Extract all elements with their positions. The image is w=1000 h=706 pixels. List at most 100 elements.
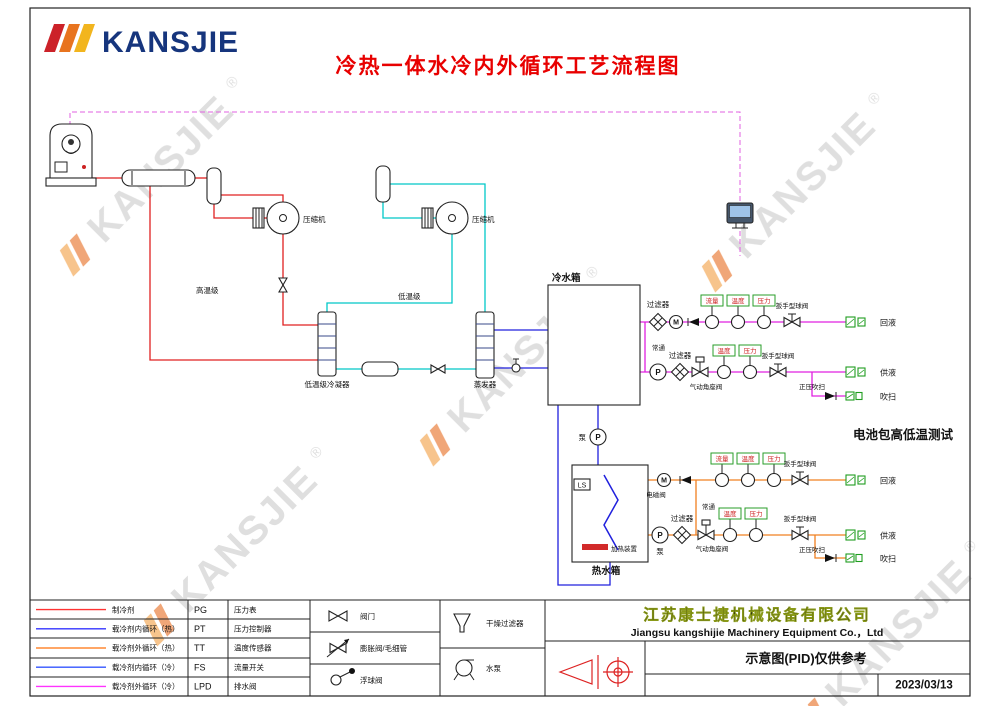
ball-valve-label: 扳手型球阀 [784, 459, 817, 468]
legend-line-label: 载冷剂外循环（冷） [112, 681, 180, 691]
sensor-tag: 温度 [718, 346, 732, 355]
legend-line-label: 制冷剂 [112, 604, 135, 614]
purge-note-label: 正压吹扫 [799, 382, 825, 391]
company-name-cn: 江苏康士捷机械设备有限公司 [643, 605, 871, 624]
watermark-stripe [429, 423, 451, 457]
hot-water-tank: LS 加热装置 [571, 464, 649, 563]
sensor-tag: 压力 [758, 296, 771, 305]
logo: KANSJIE [44, 24, 239, 59]
title-block-grid [30, 599, 970, 696]
pump-label: 泵 [656, 547, 664, 556]
watermark-stripe [69, 233, 91, 267]
disclaimer-note: 示意图(PID)仅供参考 [745, 651, 866, 666]
filter-icon [672, 525, 692, 545]
check-valve-icon [679, 476, 691, 484]
water-pump-label: 水泵 [486, 663, 501, 673]
transfer-pump-label: 泵 [579, 433, 587, 442]
legend-abbr: FS [194, 662, 206, 672]
quick-connector-icon [845, 366, 866, 378]
legend-abbr-label: 温度传感器 [234, 643, 272, 653]
cold-supply-row: 常通 P 过滤器 气动角座阀 温度 压力 扳手型球阀 [649, 343, 896, 402]
legend-abbr: PT [194, 624, 206, 634]
ball-valve-label: 扳手型球阀 [776, 301, 809, 310]
watermark-stripe [701, 259, 723, 293]
quick-connector-icon [845, 553, 863, 563]
accumulator-tank-high [206, 167, 222, 205]
solenoid-label: 电磁阀 [646, 490, 666, 499]
expansion-valve-icon [278, 277, 288, 293]
logo-text: KANSJIE [102, 26, 239, 59]
liquid-receiver-low [361, 361, 399, 377]
temp-sensor: 温度 [712, 344, 736, 380]
check-valve-icon [825, 392, 837, 400]
float-valve-label: 浮球阀 [360, 675, 383, 685]
evaporator-icon [475, 311, 495, 379]
legend-abbr-label: 排水阀 [234, 681, 257, 691]
sensor-tag: 压力 [750, 509, 763, 518]
watermark-reg: ® [306, 443, 326, 463]
legend-line-label: 载冷剂内循环（热） [112, 624, 180, 634]
control-signal-line [69, 111, 741, 256]
cold-return-row: 过滤器 M 流量 温度 压力 扳手型球阀 [647, 294, 896, 332]
refrigerant-lines-low-stage [326, 183, 486, 370]
legend-abbr-label: 压力控制器 [234, 624, 272, 634]
title-block: 江苏康士捷机械设备有限公司 Jiangsu kangshijie Machine… [558, 605, 953, 692]
pump-letter: P [655, 368, 661, 377]
legend-abbr: LPD [194, 682, 212, 692]
evaporator-label: 蒸发器 [474, 379, 497, 389]
pressure-sensor: 压力 [752, 294, 776, 330]
sensor-tag: 压力 [744, 346, 757, 355]
expansion-valve-icon [430, 364, 446, 374]
hot-supply-row: P 泵 过滤器 气动角座阀 温度 压力 扳手型球阀 [651, 507, 896, 564]
receiver-cylinder [121, 169, 196, 187]
legend-abbr: PG [194, 605, 207, 615]
watermark-reg: ® [222, 73, 242, 93]
check-valve-icon [687, 318, 699, 326]
quick-connector-icon [845, 474, 866, 486]
compressor-1-label: 压缩机 [303, 214, 326, 224]
heater-bar [582, 544, 608, 550]
normally-open-label: 常通 [652, 343, 666, 352]
projection-symbol [558, 655, 633, 689]
angle-valve-label: 气动角座阀 [696, 544, 729, 553]
refrigerant-lines-high-stage [92, 177, 318, 361]
legend-abbreviations: PG 压力表 PT 压力控制器 TT 温度传感器 FS 流量开关 LPD 排水阀 [194, 604, 272, 691]
battery-test-label: 电池包高低温测试 [853, 427, 954, 442]
purge-note-label: 正压吹扫 [799, 545, 825, 554]
date-label: 2023/03/13 [895, 680, 953, 692]
cold-water-tank-label: 冷水箱 [552, 272, 581, 284]
sensor-tag: 温度 [742, 454, 756, 463]
solenoid-valve-icon: M [668, 314, 684, 330]
sensor-tag: 温度 [724, 509, 738, 518]
dry-filter-icon [453, 613, 471, 633]
ball-valve-icon [791, 471, 809, 486]
watermark-stripe [419, 433, 441, 467]
ball-valve-icon [769, 363, 787, 378]
legend-abbr: TT [194, 643, 205, 653]
high-stage-label: 高温级 [196, 285, 219, 295]
quick-connector-icon [845, 391, 863, 401]
legend-abbr-label: 流量开关 [234, 662, 264, 672]
sheet-border [29, 7, 971, 697]
pressure-sensor: 压力 [738, 344, 762, 380]
filter-label: 过滤器 [669, 350, 692, 360]
pressure-sensor: 压力 [744, 507, 768, 543]
expansion-valve-icon [326, 638, 350, 658]
controller-icon [726, 202, 754, 229]
low-stage-label: 低温级 [398, 291, 421, 301]
watermark-stripe [153, 603, 175, 637]
angle-seat-valve-icon [691, 356, 709, 378]
angle-seat-valve-icon [697, 519, 715, 541]
filter-label: 过滤器 [647, 299, 670, 309]
float-valve-icon [511, 358, 521, 373]
quick-connector-icon [845, 529, 866, 541]
watermark-reg: ® [582, 263, 602, 283]
ball-valve-label: 扳手型球阀 [762, 351, 795, 360]
quick-connector-icon [845, 316, 866, 328]
watermark-stripe [807, 697, 829, 706]
logo-stripe-orange [59, 24, 80, 52]
logo-stripe-red [44, 24, 65, 52]
legend-line-label: 载冷剂外循环（热） [112, 643, 180, 653]
watermark-reg: ® [864, 89, 884, 109]
float-valve-icon [330, 668, 355, 686]
